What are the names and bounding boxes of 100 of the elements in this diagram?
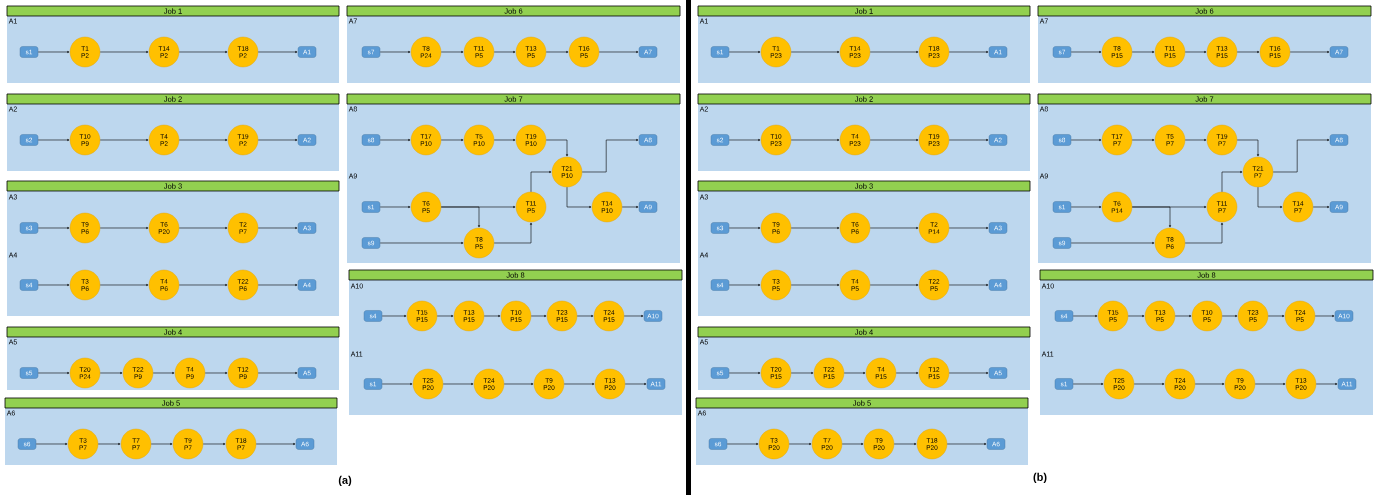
arrow (37, 139, 70, 141)
arrow (948, 284, 989, 286)
arrow (379, 139, 411, 141)
arrow (1194, 383, 1225, 385)
arrow (1254, 383, 1286, 385)
arrow (728, 227, 761, 229)
arrow (948, 139, 989, 141)
arrow (1314, 315, 1335, 317)
arrow (255, 443, 296, 445)
arrow (576, 315, 594, 317)
arrow (493, 51, 516, 53)
arrow (1131, 206, 1171, 228)
arrow (178, 227, 228, 229)
arrow (895, 372, 919, 374)
arrow (1315, 383, 1338, 385)
arrow (728, 139, 761, 141)
arrow (178, 51, 228, 53)
arrow (598, 51, 639, 53)
arrow (178, 284, 228, 286)
arrow (1221, 315, 1238, 317)
arrow (1221, 171, 1243, 193)
panel-caption: (b) (1033, 472, 1047, 484)
arrow (440, 139, 464, 141)
arrow (381, 315, 407, 317)
arrow (621, 206, 639, 208)
arrow (1072, 315, 1098, 317)
arrow (1174, 315, 1192, 317)
arrow (37, 372, 70, 374)
arrow (948, 372, 989, 374)
arrow (841, 443, 864, 445)
arrow (1070, 206, 1102, 208)
arrow (440, 51, 464, 53)
arrow (566, 186, 592, 208)
arrow (99, 284, 149, 286)
arrow (790, 284, 840, 286)
arrow (1289, 51, 1330, 53)
arrow (1236, 51, 1260, 53)
arrow (37, 227, 70, 229)
arrow (790, 227, 840, 229)
arrow (948, 227, 989, 229)
arrow (946, 443, 987, 445)
arrow (436, 315, 454, 317)
arrow (1184, 51, 1207, 53)
arrow (257, 51, 298, 53)
arrow (493, 222, 532, 244)
arrow (545, 139, 568, 157)
arrow (581, 139, 639, 173)
arrow (624, 383, 647, 385)
arrow (379, 242, 464, 244)
arrow (1127, 315, 1145, 317)
arrow (379, 51, 411, 53)
arrow (790, 372, 814, 374)
arrow (1072, 383, 1104, 385)
arrow (530, 171, 552, 193)
arrow (530, 315, 547, 317)
arrow (37, 284, 70, 286)
arrow (1070, 242, 1155, 244)
arrow (483, 315, 501, 317)
arrow (728, 51, 761, 53)
arrow (1131, 139, 1155, 141)
arrow (257, 227, 298, 229)
arrow (893, 443, 917, 445)
arrow (563, 383, 595, 385)
arrow (99, 139, 149, 141)
arrow (257, 139, 298, 141)
arrow (97, 443, 121, 445)
arrow (493, 139, 516, 141)
arrow (869, 51, 919, 53)
arrow (257, 284, 298, 286)
arrow (790, 139, 840, 141)
arrow (150, 443, 173, 445)
arrow (545, 51, 569, 53)
arrow (257, 372, 298, 374)
arrow (788, 443, 812, 445)
arrow (726, 443, 759, 445)
arrow (503, 383, 534, 385)
arrow (1267, 315, 1285, 317)
arrow (35, 443, 68, 445)
arrow (728, 372, 761, 374)
arrow (379, 206, 411, 208)
arrow (442, 383, 474, 385)
arrow (178, 139, 228, 141)
arrow (99, 372, 123, 374)
arrow (1257, 186, 1283, 208)
arrow (843, 372, 866, 374)
arrow (1312, 206, 1330, 208)
arrow (790, 51, 840, 53)
arrow (623, 315, 644, 317)
arrow (204, 372, 228, 374)
arrow (948, 51, 989, 53)
arrow (37, 51, 70, 53)
arrow (1070, 139, 1102, 141)
arrow (99, 227, 149, 229)
arrow (1236, 139, 1259, 157)
arrow (152, 372, 175, 374)
arrow (381, 383, 413, 385)
arrow (1184, 222, 1223, 244)
arrow (1070, 51, 1102, 53)
arrow (869, 284, 919, 286)
arrow (869, 227, 919, 229)
